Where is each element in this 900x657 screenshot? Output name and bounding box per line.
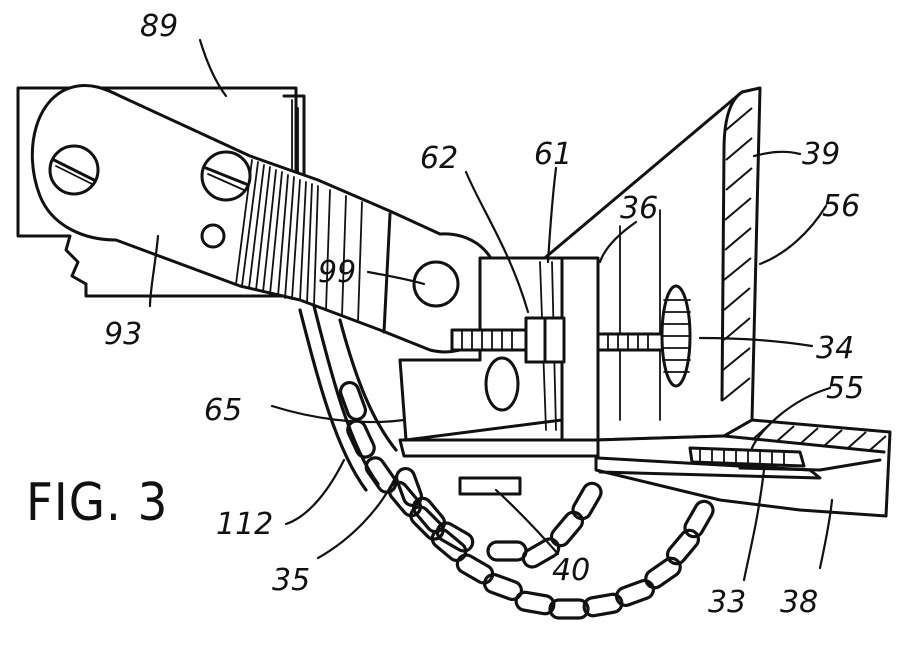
ref-61: 61 [534, 137, 572, 172]
figure-title: FIG. 3 [26, 473, 168, 533]
ref-62: 62 [420, 141, 458, 176]
ref-89: 89 [140, 9, 178, 44]
ref-99: 99 [318, 255, 356, 290]
ref-36: 36 [620, 191, 658, 226]
ref-40: 40 [552, 553, 590, 588]
ref-56: 56 [822, 189, 860, 224]
ref-55: 55 [826, 371, 864, 406]
ref-38: 38 [780, 585, 818, 620]
ref-33: 33 [708, 585, 746, 620]
ref-39: 39 [802, 137, 840, 172]
ref-112: 112 [216, 507, 273, 542]
ref-34: 34 [816, 331, 854, 366]
ref-65: 65 [204, 393, 242, 428]
ref-35: 35 [272, 563, 310, 598]
ref-93: 93 [104, 317, 142, 352]
